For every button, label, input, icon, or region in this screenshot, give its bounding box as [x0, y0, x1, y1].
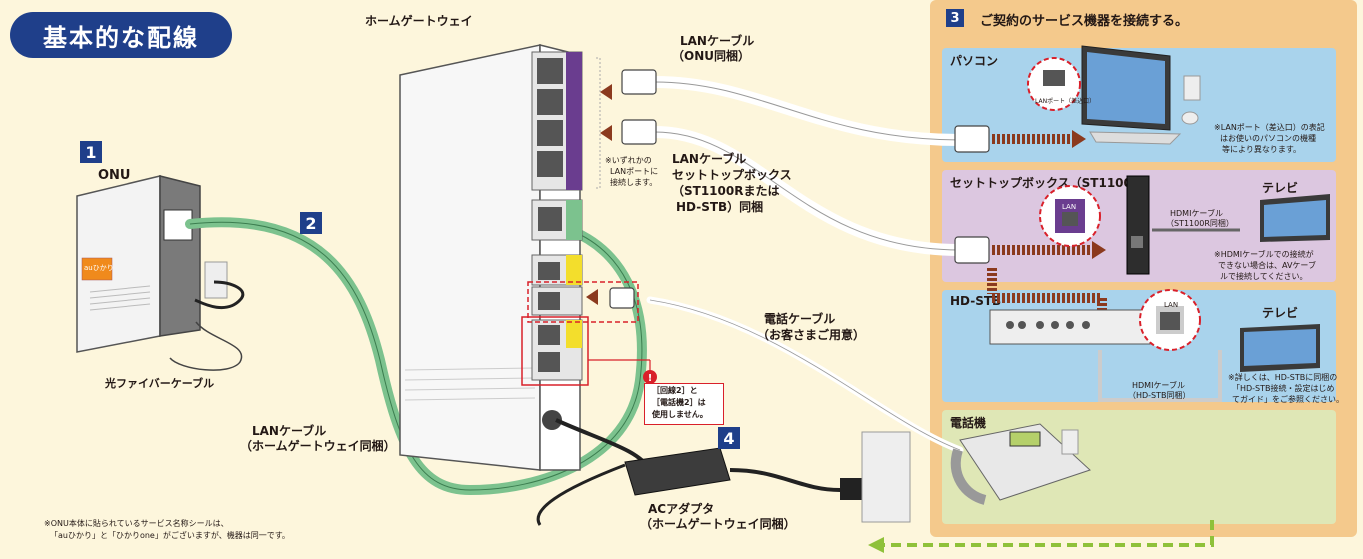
wall-outlet-onu — [204, 261, 228, 299]
phone-connector — [609, 287, 635, 309]
section3-title: ご契約のサービス機器を接続する。 — [980, 14, 1189, 29]
phone-port-highlight — [527, 281, 639, 323]
footnote-line1: ※ONU本体に貼られているサービス名称シールは、 — [44, 519, 229, 528]
lan-note-3: 接続します。 — [610, 178, 658, 187]
warning-line3: 使用しません。 — [652, 410, 708, 419]
warning-icon — [643, 370, 657, 384]
lan-connector-pc — [954, 125, 990, 153]
hdstb-note-1: ※詳しくは、HD-STBに同梱の — [1228, 373, 1338, 382]
step2-badge: 2 — [300, 212, 322, 234]
stb-lan: LAN — [1062, 203, 1077, 211]
pc-device — [1027, 45, 1201, 145]
lan-cable-stb-line4: HD-STB）同梱 — [676, 200, 764, 214]
phone-label: 電話機 — [950, 416, 987, 430]
ac-adapter-line2: （ホームゲートウェイ同梱） — [640, 517, 796, 531]
dashed-connector — [880, 520, 1214, 547]
hdstb-note-2: 「HD-STB接続・設定はじめ — [1232, 384, 1335, 393]
pc-port-label: LANポート（差込口） — [1035, 98, 1096, 105]
warning-line2: ［電話機2］は — [652, 398, 706, 407]
footnote-line2: 「auひかり」と「ひかりone」がございますが、機器は同一です。 — [50, 531, 290, 540]
pc-note-2: はお使いのパソコンの機種 — [1220, 134, 1316, 143]
dashed-arrow-head — [868, 537, 884, 553]
pc-label: パソコン — [950, 54, 999, 68]
pc-note-3: 等により異なります。 — [1222, 145, 1302, 154]
svg-text:!: ! — [648, 373, 653, 384]
lan-cable-stb-line3: （ST1100Rまたは — [672, 184, 780, 198]
stb-label: セットトップボックス（ST1100R） — [950, 176, 1154, 190]
arrow-lan1 — [600, 84, 612, 100]
onu-device — [76, 175, 201, 353]
lan-cable-onu-line2: （ONU同梱） — [672, 49, 750, 63]
page-title: 基本的な配線 — [10, 12, 232, 58]
step1-badge: 1 — [80, 141, 102, 163]
lan-cable-pc — [649, 76, 966, 146]
hdstb-lan: LAN — [1164, 301, 1179, 309]
hdstb-label: HD-STB — [950, 294, 1002, 308]
arrow-lan3 — [600, 125, 612, 141]
telephone-device — [950, 423, 1091, 505]
stb-tv-label: テレビ — [1262, 181, 1299, 195]
stb-hdmi-2: （ST1100R同梱） — [1166, 219, 1234, 228]
lan-note-1: ※いずれかの — [605, 156, 652, 165]
hdstb-tv-label: テレビ — [1262, 306, 1299, 320]
hdstb-hdmi-1: HDMIケーブル — [1132, 381, 1185, 390]
stb-device — [1039, 175, 1330, 275]
warning-box — [644, 383, 724, 425]
hdstb-device — [989, 289, 1320, 402]
lan-cable-stb-line1: LANケーブル — [672, 152, 747, 166]
lan-connector-1 — [621, 69, 657, 95]
arrow-phone — [586, 289, 598, 305]
ac-adapter-device — [624, 431, 911, 523]
stb-note-3: ルで接続してください。 — [1220, 272, 1308, 281]
stb-hdmi-1: HDMIケーブル — [1170, 209, 1223, 218]
lan-note-2: LANポートに — [610, 167, 659, 176]
ac-adapter-line1: ACアダプタ — [648, 502, 715, 516]
gateway-label: ホームゲートウェイ — [365, 14, 473, 28]
lan-cable-onu-line1: LANケーブル — [680, 34, 755, 48]
hdstb-hdmi-2: （HD-STB同梱） — [1128, 391, 1191, 400]
pc-note-1: ※LANポート（差込口）の表記 — [1214, 123, 1325, 132]
hdstb-note-3: てガイド」をご参照ください。 — [1232, 395, 1344, 404]
phone-cable-line1: 電話ケーブル — [764, 312, 836, 326]
onu-brand: auひかり — [84, 264, 114, 272]
fiber-label: 光ファイバーケーブル — [105, 377, 215, 390]
step4-badge: 4 — [718, 427, 740, 449]
warning-line1: ［回線2］と — [652, 386, 698, 395]
stb-note-1: ※HDMIケーブルでの接続が — [1214, 250, 1314, 259]
step3-badge: 3 — [946, 9, 964, 27]
lan-cable-hgw-line2: （ホームゲートウェイ同梱） — [240, 439, 396, 453]
lan-connector-stb — [954, 236, 990, 264]
phone-cable-line2: （お客さまご用意） — [757, 328, 866, 342]
unused-port-highlight — [521, 316, 589, 386]
home-gateway-device — [399, 44, 583, 471]
stb-note-2: できない場合は、AVケーブ — [1218, 261, 1316, 270]
lan-cable-hgw-line1: LANケーブル — [252, 424, 327, 438]
lan-connector-2 — [621, 119, 657, 145]
onu-label: ONU — [98, 168, 131, 183]
lan-cable-stb-line2: セットトップボックス — [672, 168, 792, 182]
